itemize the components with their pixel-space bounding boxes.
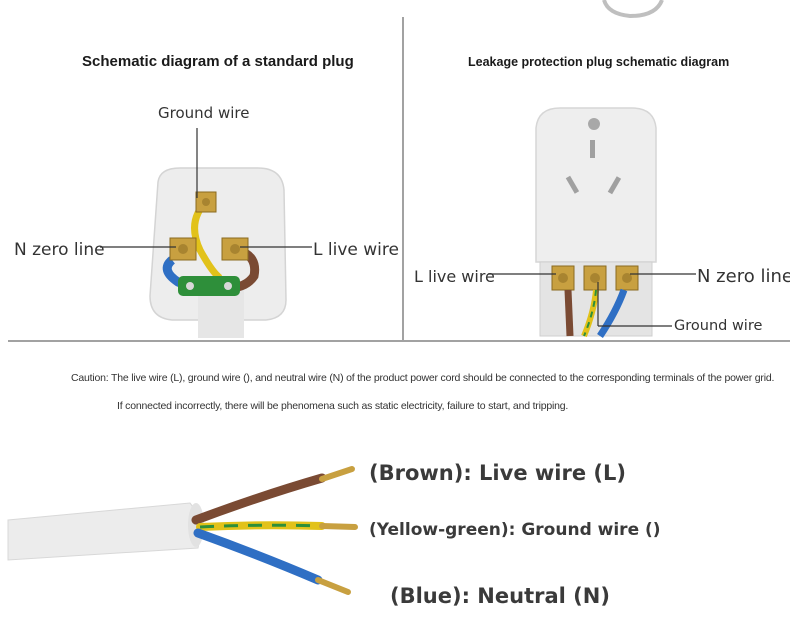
right-live-label: L live wire bbox=[414, 267, 495, 286]
left-neutral-label: N zero line bbox=[14, 240, 105, 260]
caution-line-1: Caution: The live wire (L), ground wire … bbox=[71, 372, 775, 384]
left-live-label: L live wire bbox=[313, 240, 399, 260]
brown-live-label: (Brown): Live wire (L) bbox=[369, 461, 626, 485]
blue-neutral-label: (Blue): Neutral (N) bbox=[390, 584, 610, 608]
leakage-plug-image bbox=[535, 107, 657, 338]
power-cable-image bbox=[7, 466, 358, 595]
hook-fragment bbox=[602, 0, 664, 19]
right-ground-label: Ground wire bbox=[674, 318, 763, 334]
yellow-green-ground-label: (Yellow-green): Ground wire () bbox=[369, 520, 661, 540]
caution-line-2: If connected incorrectly, there will be … bbox=[117, 400, 569, 412]
right-panel-title: Leakage protection plug schematic diagra… bbox=[468, 55, 730, 69]
left-ground-wire-label: Ground wire bbox=[158, 104, 250, 122]
standard-plug-image bbox=[149, 167, 287, 338]
right-neutral-label: N zero line bbox=[697, 266, 790, 287]
left-panel-title: Schematic diagram of a standard plug bbox=[82, 53, 354, 70]
